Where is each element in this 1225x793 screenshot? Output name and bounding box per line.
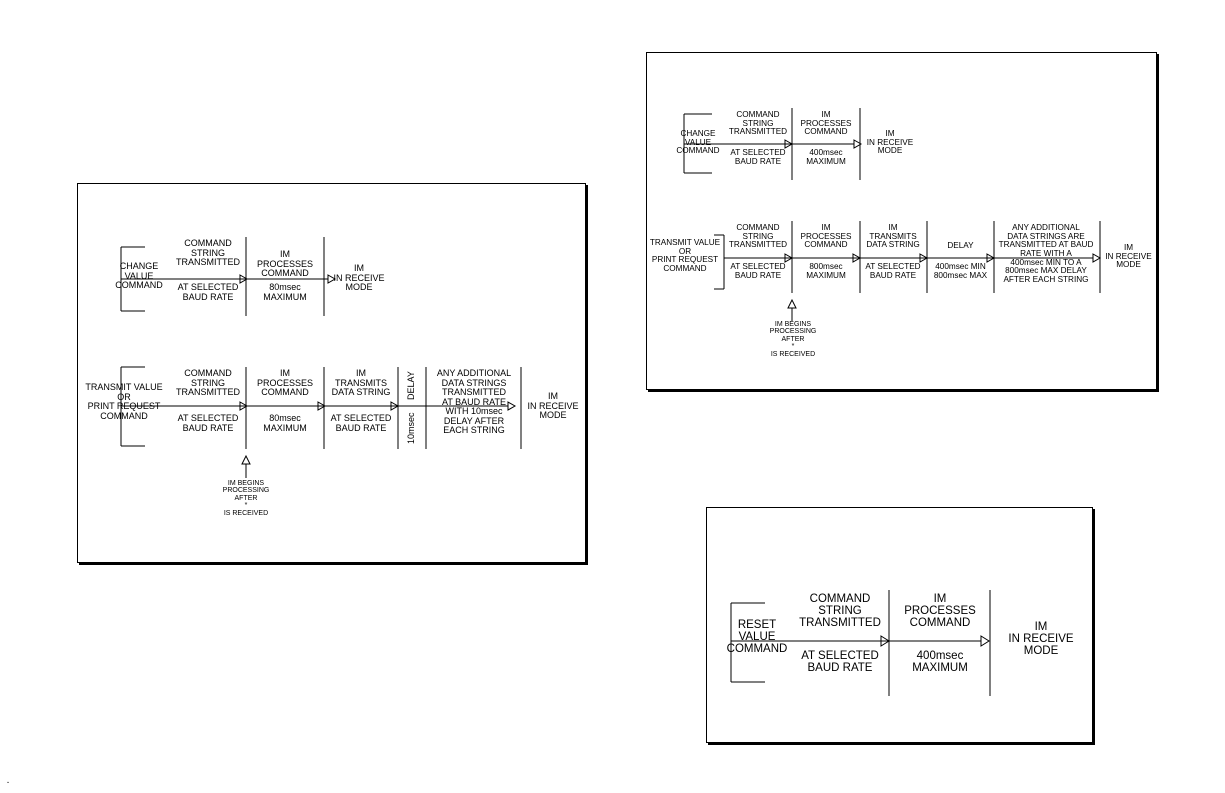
processing-time-label: 80msec MAXIMUM: [263, 282, 307, 302]
processing-time-label: 400msec MAXIMUM: [912, 650, 968, 675]
im-processes-command-label: IM PROCESSES COMMAND: [256, 368, 314, 398]
at-selected-baud-rate-label: AT SELECTED BAUD RATE: [330, 413, 392, 433]
command-string-transmitted-label: COMMAND STRING TRANSMITTED: [799, 593, 881, 630]
im-transmits-data-string-label: IM TRANSMITS DATA STRING: [331, 368, 391, 398]
change-value-command-label: CHANGE VALUE COMMAND: [115, 261, 163, 291]
im-in-receive-mode-label: IM IN RECEIVE MODE: [1008, 621, 1074, 658]
im-processes-command-label: IM PROCESSES COMMAND: [256, 249, 314, 279]
at-selected-baud-rate-label: AT SELECTED BAUD RATE: [730, 262, 786, 280]
im-in-receive-mode-label: IM IN RECEIVE MODE: [866, 129, 914, 156]
command-string-transmitted-label: COMMAND STRING TRANSMITTED: [176, 238, 240, 268]
additional-data-strings-label: ANY ADDITIONAL DATA STRINGS TRANSMITTED …: [436, 368, 512, 436]
im-in-receive-mode-label: IM IN RECEIVE MODE: [333, 263, 385, 293]
page-mark: .: [6, 775, 10, 786]
change-value-command-label: CHANGE VALUE COMMAND: [676, 129, 720, 156]
timing-diagram-left-lines: [120, 237, 522, 478]
delay-time-label: 10msec: [406, 412, 416, 444]
at-selected-baud-rate-label: AT SELECTED BAUD RATE: [730, 148, 786, 166]
im-transmits-data-string-label: IM TRANSMITS DATA STRING: [866, 223, 920, 250]
transmit-value-command-label: TRANSMIT VALUE OR PRINT REQUEST COMMAND: [649, 238, 721, 274]
im-processes-command-label: IM PROCESSES COMMAND: [904, 593, 976, 630]
at-selected-baud-rate-label: AT SELECTED BAUD RATE: [865, 262, 921, 280]
processing-time-label: 800msec MAXIMUM: [806, 262, 846, 280]
command-string-transmitted-label: COMMAND STRING TRANSMITTED: [176, 368, 240, 398]
processing-time-label: 400msec MAXIMUM: [806, 148, 846, 166]
im-in-receive-mode-label: IM IN RECEIVE MODE: [1105, 243, 1152, 270]
processing-note-label: IM BEGINS PROCESSING AFTER * IS RECEIVED: [222, 480, 270, 517]
im-processes-command-label: IM PROCESSES COMMAND: [800, 223, 852, 250]
additional-data-strings-label: ANY ADDITIONAL DATA STRINGS ARE TRANSMIT…: [998, 223, 1094, 285]
timing-diagram-panel-reset: RESET VALUE COMMAND COMMAND STRING TRANS…: [706, 507, 1093, 743]
processing-note-label: IM BEGINS PROCESSING AFTER * IS RECEIVED: [769, 321, 817, 358]
delay-time-label: 400msec MIN 800msec MAX: [933, 262, 988, 280]
transmit-value-command-label: TRANSMIT VALUE OR PRINT REQUEST COMMAND: [85, 382, 163, 421]
command-string-transmitted-label: COMMAND STRING TRANSMITTED: [728, 110, 788, 137]
timing-diagram-panel-left: CHANGE VALUE COMMAND COMMAND STRING TRAN…: [77, 183, 586, 563]
processing-time-label: 80msec MAXIMUM: [263, 413, 307, 433]
delay-label: DELAY: [406, 371, 416, 400]
command-string-transmitted-label: COMMAND STRING TRANSMITTED: [728, 223, 788, 250]
reset-value-command-label: RESET VALUE COMMAND: [726, 619, 788, 656]
timing-diagram-right-lines: [683, 108, 1102, 321]
timing-diagram-panel-right: CHANGE VALUE COMMAND COMMAND STRING TRAN…: [646, 52, 1157, 390]
im-processes-command-label: IM PROCESSES COMMAND: [800, 110, 852, 137]
im-in-receive-mode-label: IM IN RECEIVE MODE: [527, 391, 579, 421]
at-selected-baud-rate-label: AT SELECTED BAUD RATE: [177, 413, 239, 433]
at-selected-baud-rate-label: AT SELECTED BAUD RATE: [801, 650, 879, 675]
timing-diagram-reset-lines: [730, 590, 991, 696]
at-selected-baud-rate-label: AT SELECTED BAUD RATE: [177, 282, 239, 302]
delay-label: DELAY: [947, 241, 974, 250]
